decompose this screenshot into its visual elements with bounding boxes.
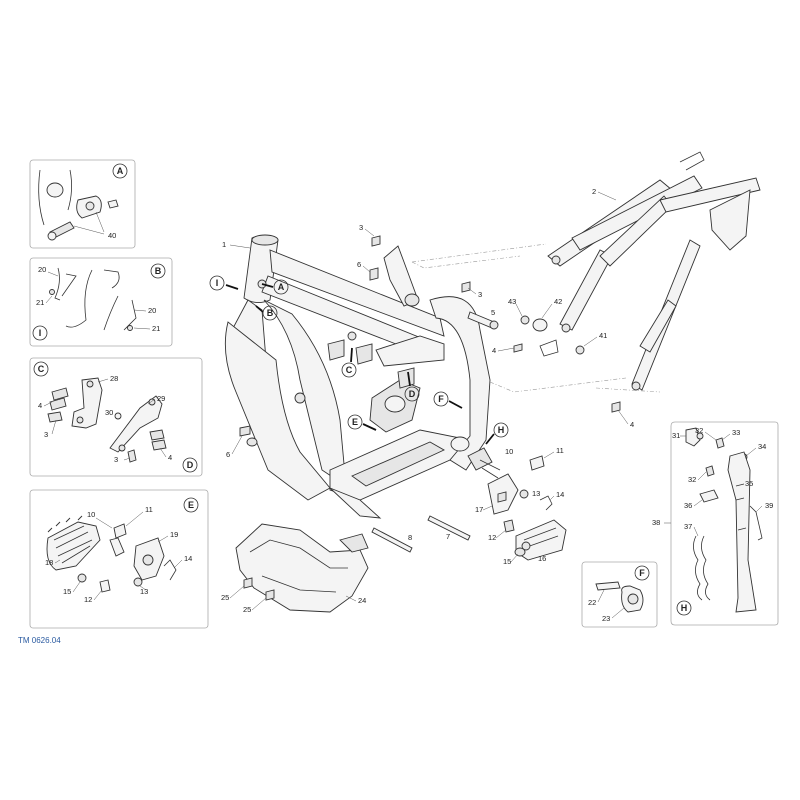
callout-4: 4 (492, 346, 496, 355)
inset-c-part-4: 4 (38, 401, 42, 410)
callout-3b: 3 (478, 290, 482, 299)
main-frame (224, 234, 493, 519)
inset-f-bumper: F 22 23 (588, 565, 650, 623)
inset-c-d-brackets: C D 28 4 3 30 29 3 4 (33, 361, 198, 473)
drawing-code: TM 0626.04 (18, 636, 61, 645)
callout-6b: 6 (226, 450, 230, 459)
callout-14: 14 (556, 490, 564, 499)
frame-marker-a: A (278, 282, 285, 292)
inset-a-letter: A (117, 166, 124, 176)
inset-i-letter: I (39, 328, 42, 338)
callout-25b: 25 (243, 605, 251, 614)
frame-marker-b: B (267, 308, 274, 318)
inset-e-part-12: 12 (84, 595, 92, 604)
inset-i-part-20: 20 (148, 306, 156, 315)
inset-e-part-11: 11 (145, 505, 153, 514)
inset-e-letter: E (188, 500, 194, 510)
inset-i-part-21: 21 (152, 324, 160, 333)
inset-f-part-22: 22 (588, 598, 596, 607)
inset-box-a (29, 159, 136, 249)
inset-h-part-39: 39 (765, 501, 773, 510)
inset-f-letter: F (639, 568, 645, 578)
inset-h-part-35: 35 (745, 479, 753, 488)
inset-e-part-19: 19 (170, 530, 178, 539)
callout-8: 8 (408, 533, 412, 542)
inset-d-letter: D (187, 460, 194, 470)
callout-11: 11 (556, 446, 564, 455)
callout-6: 6 (357, 260, 361, 269)
phantom-lines (411, 243, 661, 393)
inset-bracket-h (670, 421, 779, 626)
inset-box-e (29, 489, 209, 629)
callout-24: 24 (358, 596, 366, 605)
inset-e-footrest: E 10 11 19 18 14 15 12 13 (45, 497, 199, 604)
inset-e-part-15: 15 (63, 587, 71, 596)
callout-5: 5 (491, 308, 495, 317)
inset-e-part-10: 10 (87, 510, 95, 519)
callout-16: 16 (538, 554, 546, 563)
frame-marker-e: E (352, 417, 358, 427)
inset-d-part-29: 29 (157, 394, 165, 403)
inset-h-part-31: 31 (672, 431, 680, 440)
inset-e-part-13: 13 (140, 587, 148, 596)
inset-c-part-3: 3 (44, 430, 48, 439)
inset-d-part-4: 4 (168, 453, 172, 462)
frame-markers: I A B C D E F H (209, 275, 509, 445)
callout-41: 41 (599, 331, 607, 340)
callouts: 1 2 3 3 4 4 5 6 6 7 8 10 11 12 13 14 15 … (221, 187, 634, 614)
inset-c-letter: C (38, 364, 45, 374)
callout-13: 13 (532, 489, 540, 498)
inset-a-steering-lock: A 40 (38, 163, 128, 241)
callout-7: 7 (446, 532, 450, 541)
subframe (547, 151, 761, 391)
inset-f-part-23: 23 (602, 614, 610, 623)
inset-box-c-d (29, 357, 203, 477)
inset-h-part-37: 37 (684, 522, 692, 531)
loose-parts (239, 235, 621, 601)
inset-b-part-20: 20 (38, 265, 46, 274)
callout-43: 43 (508, 297, 516, 306)
inset-d-part-3: 3 (114, 455, 118, 464)
inset-h-part-32: 32 (695, 426, 703, 435)
inset-e-part-18: 18 (45, 558, 53, 567)
callout-42: 42 (554, 297, 562, 306)
skid-plate (235, 523, 369, 613)
inset-h-side-stand: H 31 32 33 34 32 35 36 39 37 38 (652, 426, 773, 616)
frame-marker-d: D (409, 389, 416, 399)
callout-2: 2 (592, 187, 596, 196)
inset-a-part-40: 40 (108, 231, 116, 240)
frame-marker-h: H (498, 425, 505, 435)
inset-h-letter: H (681, 603, 688, 613)
callout-10: 10 (505, 447, 513, 456)
inset-h-part-33: 33 (732, 428, 740, 437)
inset-h-part-38: 38 (652, 518, 660, 527)
inset-c-part-28: 28 (110, 374, 118, 383)
frame-marker-f: F (438, 394, 444, 404)
inset-b-part-21: 21 (36, 298, 44, 307)
inset-h-part-34: 34 (758, 442, 766, 451)
callout-4b: 4 (630, 420, 634, 429)
callout-25: 25 (221, 593, 229, 602)
inset-d-part-30: 30 (105, 408, 113, 417)
callout-15: 15 (503, 557, 511, 566)
callout-17: 17 (475, 505, 483, 514)
inset-h-part-32b: 32 (688, 475, 696, 484)
inset-b-letter: B (155, 266, 162, 276)
callout-1: 1 (222, 240, 226, 249)
callout-12: 12 (488, 533, 496, 542)
inset-box-b-i (29, 257, 173, 347)
callout-3: 3 (359, 223, 363, 232)
frame-marker-c: C (346, 365, 353, 375)
inset-box-f (581, 561, 658, 628)
inset-e-part-14: 14 (184, 554, 192, 563)
inset-b-cable-guide: B I 20 21 20 21 (32, 263, 166, 341)
inset-h-part-36: 36 (684, 501, 692, 510)
frame-marker-i: I (216, 278, 219, 288)
